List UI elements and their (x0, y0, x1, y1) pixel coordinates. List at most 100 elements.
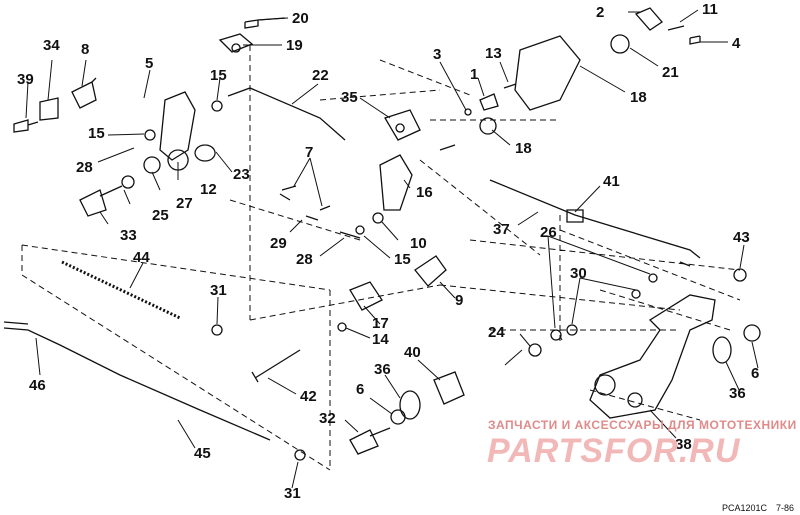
part-33-bolt (79, 185, 123, 217)
part-label: 33 (120, 227, 137, 244)
part-1-collar (479, 93, 499, 111)
part-label: 15 (210, 67, 227, 84)
part-label: 35 (341, 89, 358, 106)
part-label: 37 (493, 221, 510, 238)
part-28-pin (339, 231, 361, 239)
part-25-washer (121, 175, 135, 189)
part-label: 36 (374, 361, 391, 378)
part-38-eye (627, 392, 643, 408)
part-label: 27 (176, 195, 193, 212)
dashed-outline-left (21, 45, 681, 471)
part-label: 1 (470, 66, 479, 83)
part-label: 18 (515, 140, 532, 157)
part-23-ring (194, 144, 216, 162)
part-40-spacer (433, 371, 465, 405)
part-label: 4 (732, 35, 741, 52)
part-label: 36 (729, 385, 746, 402)
part-21-bushing (610, 34, 630, 54)
part-46-45-cable (3, 321, 271, 441)
part-27-washer (143, 156, 161, 174)
part-8-clip (71, 77, 97, 109)
part-label: 38 (675, 436, 692, 453)
part-label: 41 (603, 173, 620, 190)
part-42-bolt (251, 349, 301, 383)
part-32-bolt (349, 427, 391, 455)
part-label: 6 (356, 381, 365, 398)
part-label: 24 (488, 324, 505, 341)
part-22-rod (227, 87, 346, 141)
part-18-bushing (479, 117, 497, 135)
part-38-hub (594, 374, 616, 396)
part-15-washer-a (211, 100, 223, 112)
part-label: 19 (286, 37, 303, 54)
part-3-ball (464, 108, 472, 116)
part-39-screw (13, 119, 39, 133)
part-44-spring (61, 260, 181, 320)
part-label: 46 (29, 377, 46, 394)
part-label: 28 (76, 159, 93, 176)
part-label: 31 (284, 485, 301, 502)
part-36-washer-a (399, 390, 421, 420)
part-13-spring (503, 83, 517, 89)
part-label: 44 (133, 249, 150, 266)
part-35-bracket (384, 109, 421, 141)
part-7-screw-a (281, 185, 297, 191)
part-label: 20 (292, 10, 309, 27)
part-4-screw (689, 35, 701, 45)
part-label: 17 (372, 315, 389, 332)
part-label: 13 (485, 45, 502, 62)
part-label: 12 (200, 181, 217, 198)
part-label: 26 (540, 224, 557, 241)
part-label: 15 (394, 251, 411, 268)
part-label: 34 (43, 37, 60, 54)
part-label: 5 (145, 55, 154, 72)
part-18-bracket (514, 35, 581, 111)
part-label: 2 (596, 4, 605, 21)
leader-lines (25, 9, 759, 489)
part-29-bushing (279, 193, 319, 221)
part-label: 3 (433, 46, 442, 63)
part-12-arm (159, 91, 196, 171)
part-16-plate (379, 144, 456, 211)
part-7-screw-b (319, 205, 331, 211)
part-label: 15 (88, 125, 105, 142)
part-label: 8 (81, 41, 90, 58)
part-label: 6 (751, 365, 760, 382)
figure-code: PCA1201C (722, 503, 768, 513)
part-24-nut (528, 343, 542, 357)
part-31-washer-b (294, 449, 306, 461)
page-code: 7-86 (776, 503, 795, 513)
part-41-grommet (566, 209, 584, 223)
watermark-tagline: ЗАПЧАСТИ И АКСЕССУАРЫ ДЛЯ МОТОТЕХНИКИ (488, 418, 797, 432)
part-17-link (349, 281, 383, 311)
part-label: 9 (455, 292, 464, 309)
part-10-washer (372, 212, 384, 224)
part-15-washer-b (144, 129, 156, 141)
part-label: 16 (416, 184, 433, 201)
part-38-lever (589, 294, 716, 419)
part-label: 23 (233, 166, 250, 183)
part-label: 7 (305, 144, 314, 161)
part-label: 14 (372, 331, 389, 348)
part-43-nut (733, 268, 747, 282)
dashed-outline-right (379, 59, 741, 421)
part-34-plate (39, 97, 59, 121)
part-label: 30 (570, 265, 587, 282)
part-label: 43 (733, 229, 750, 246)
part-30-nut-b (631, 289, 641, 299)
part-label: 18 (630, 89, 647, 106)
part-label: 28 (296, 251, 313, 268)
part-label: 39 (17, 71, 34, 88)
part-label: 40 (404, 344, 421, 361)
part-label: 22 (312, 67, 329, 84)
part-label: 29 (270, 235, 287, 252)
part-30-nut (566, 324, 578, 336)
part-15-washer-c (355, 225, 365, 235)
part-label: 10 (410, 235, 427, 252)
part-36-washer-b (712, 336, 732, 364)
part-label: 45 (194, 445, 211, 462)
part-label: 21 (662, 64, 679, 81)
watermark-logo: PARTSFOR.RU (487, 432, 741, 470)
part-label: 11 (702, 1, 718, 18)
